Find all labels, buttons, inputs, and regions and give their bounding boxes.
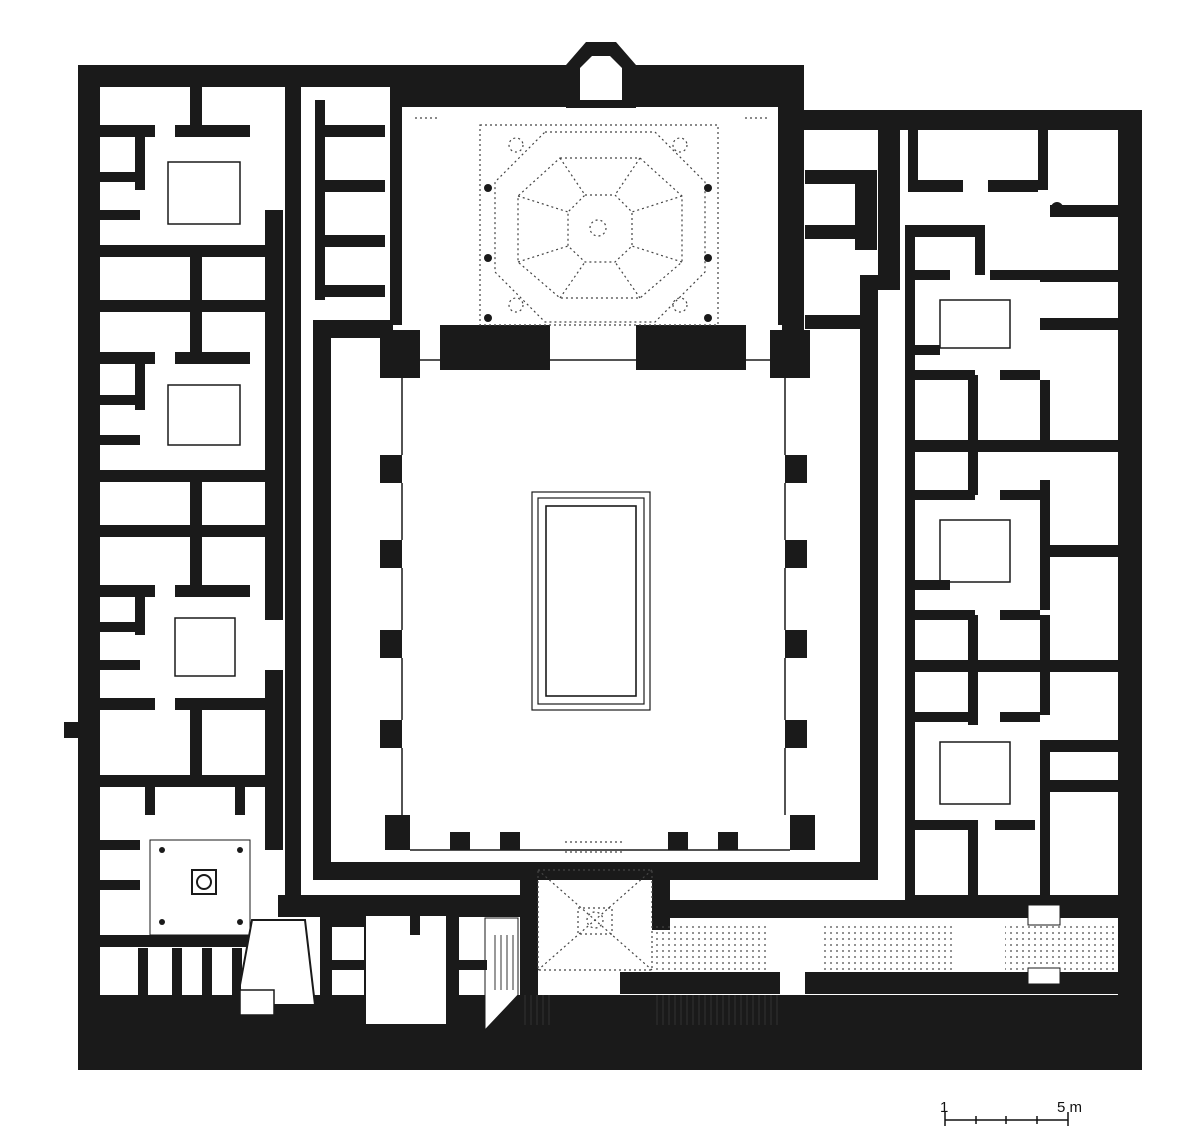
- pool: [531, 491, 651, 711]
- north-dome: [402, 108, 778, 326]
- outer-walls: [64, 65, 1142, 1070]
- courtyard-outline: [401, 359, 790, 851]
- courtyard-walls: [313, 107, 878, 880]
- right-skylights: [939, 299, 1011, 805]
- lower-left-room: [149, 839, 251, 936]
- left-skylights: [167, 161, 241, 677]
- scale-bar: [944, 1112, 1069, 1126]
- left-cells: [100, 85, 385, 998]
- north-entrance: [390, 42, 782, 108]
- scale-start-label: 1: [940, 1099, 949, 1116]
- south-passage: [239, 895, 1118, 1032]
- scale-end-label: 5 m: [1057, 1099, 1083, 1116]
